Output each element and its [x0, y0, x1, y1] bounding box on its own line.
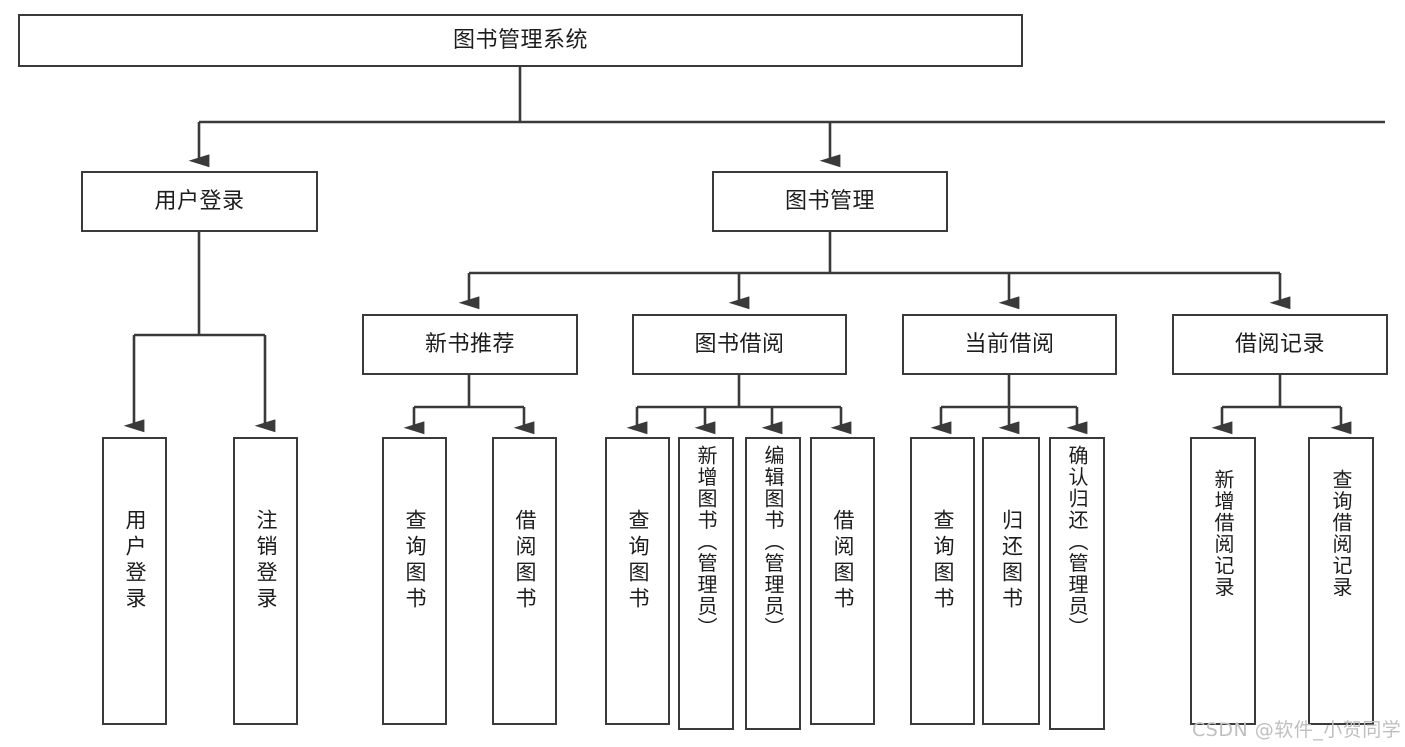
node-leaf-query-record-label: 查询借阅记录: [1329, 469, 1353, 598]
node-leaf-edit-book[interactable]: 编辑图书（管理员）: [745, 437, 801, 730]
node-leaf-query-book-2-label: 查询图书: [626, 509, 650, 613]
node-leaf-add-record[interactable]: 新增借阅记录: [1190, 437, 1256, 725]
node-book-borrow-label: 图书借阅: [694, 331, 785, 357]
node-user-login-label: 用户登录: [154, 188, 245, 214]
node-leaf-query-record[interactable]: 查询借阅记录: [1308, 437, 1374, 725]
node-leaf-confirm-return-label: 确认归还（管理员）: [1065, 445, 1089, 639]
node-user-login[interactable]: 用户登录: [81, 171, 318, 232]
node-book-borrow[interactable]: 图书借阅: [632, 314, 847, 375]
node-leaf-query-book-3[interactable]: 查询图书: [910, 437, 975, 725]
node-current-borrow[interactable]: 当前借阅: [902, 314, 1117, 375]
node-leaf-borrow-book-2-label: 借阅图书: [831, 509, 855, 613]
node-new-book-recommend-label: 新书推荐: [424, 331, 515, 357]
node-leaf-add-book-label: 新增图书（管理员）: [694, 445, 718, 639]
node-root[interactable]: 图书管理系统: [18, 14, 1023, 67]
node-leaf-logout-login-label: 注销登录: [254, 509, 278, 613]
csdn-watermark: CSDN @软件_小贺同学: [1192, 719, 1402, 741]
node-leaf-add-record-label: 新增借阅记录: [1211, 469, 1235, 598]
node-leaf-query-book-1-label: 查询图书: [403, 509, 427, 613]
node-leaf-edit-book-label: 编辑图书（管理员）: [761, 445, 785, 639]
node-current-borrow-label: 当前借阅: [964, 331, 1055, 357]
node-book-manage-label: 图书管理: [784, 188, 875, 214]
node-book-manage[interactable]: 图书管理: [712, 171, 948, 232]
node-root-label: 图书管理系统: [452, 27, 588, 53]
node-leaf-confirm-return[interactable]: 确认归还（管理员）: [1049, 437, 1105, 730]
node-leaf-query-book-3-label: 查询图书: [931, 509, 955, 613]
node-leaf-borrow-book-2[interactable]: 借阅图书: [810, 437, 875, 725]
node-leaf-user-login[interactable]: 用户登录: [102, 437, 167, 725]
node-leaf-query-book-1[interactable]: 查询图书: [382, 437, 447, 725]
node-leaf-return-book-label: 归还图书: [999, 509, 1024, 613]
node-leaf-add-book[interactable]: 新增图书（管理员）: [678, 437, 734, 730]
node-borrow-record-label: 借阅记录: [1234, 331, 1325, 357]
node-leaf-query-book-2[interactable]: 查询图书: [605, 437, 670, 725]
node-leaf-logout-login[interactable]: 注销登录: [233, 437, 298, 725]
node-leaf-user-login-label: 用户登录: [123, 509, 147, 613]
node-leaf-borrow-book-1-label: 借阅图书: [513, 509, 537, 613]
node-leaf-borrow-book-1[interactable]: 借阅图书: [492, 437, 557, 725]
node-leaf-return-book[interactable]: 归还图书: [982, 437, 1040, 725]
node-borrow-record[interactable]: 借阅记录: [1172, 314, 1388, 375]
node-new-book-recommend[interactable]: 新书推荐: [362, 314, 578, 375]
